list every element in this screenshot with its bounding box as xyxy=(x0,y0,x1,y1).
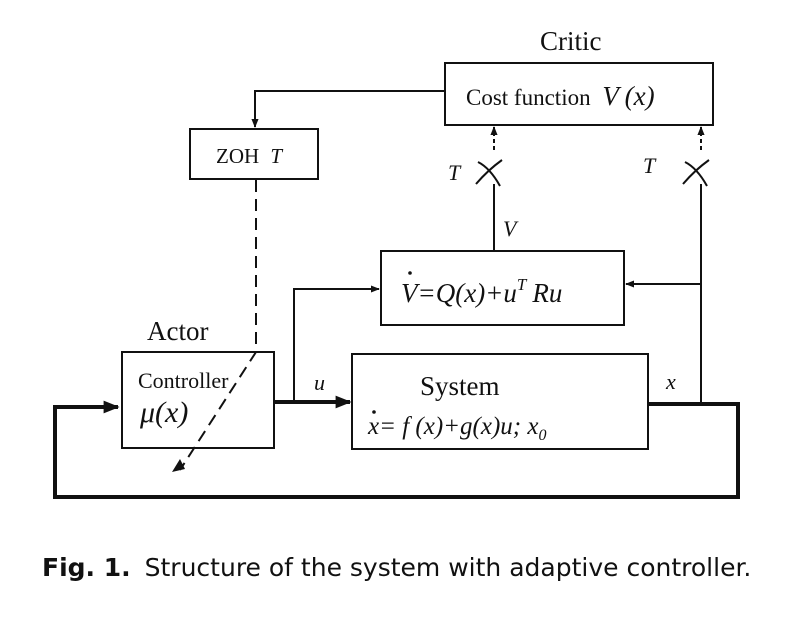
right-switch-T-label: T xyxy=(643,153,657,178)
critic-cost-function-box xyxy=(444,62,714,126)
critic-label: Critic xyxy=(540,26,602,56)
zoh-text: ZOH T xyxy=(216,144,283,168)
controller-mu: μ(x) xyxy=(139,396,188,429)
x-signal-label: x xyxy=(665,369,676,394)
cost-function-text: Cost function V (x) xyxy=(466,81,655,111)
actor-label: Actor xyxy=(147,316,208,346)
right-sampling-switch xyxy=(682,126,710,187)
vdot-dot-mark xyxy=(408,271,412,275)
system-label: System xyxy=(420,371,500,401)
figure-caption: Fig. 1. Structure of the system with adap… xyxy=(42,553,802,582)
zoh-box xyxy=(189,128,319,180)
v-signal-label: V xyxy=(503,216,519,241)
caption-text: Structure of the system with adaptive co… xyxy=(144,553,752,582)
value-derivative-box xyxy=(380,250,625,326)
left-switch-T-label: T xyxy=(448,160,462,185)
u-to-vdot-arrow xyxy=(293,285,380,402)
zoh-update-dashed-line xyxy=(179,180,257,471)
block-diagram: Critic Cost function V (x) ZOH T V=Q(x)+… xyxy=(53,26,740,499)
xdot-dot-mark xyxy=(372,410,376,414)
left-sampling-switch xyxy=(475,126,503,187)
system-equation: x= f (x)+g(x)u; x0 xyxy=(367,413,546,444)
figure-number: Fig. 1. xyxy=(42,553,131,582)
controller-text: Controller xyxy=(138,368,229,393)
system-box xyxy=(351,353,649,450)
state-feedback-loop xyxy=(53,400,740,499)
u-signal-label: u xyxy=(314,370,325,395)
critic-to-zoh-arrow xyxy=(251,90,445,128)
zoh-update-arrowhead xyxy=(172,459,185,472)
